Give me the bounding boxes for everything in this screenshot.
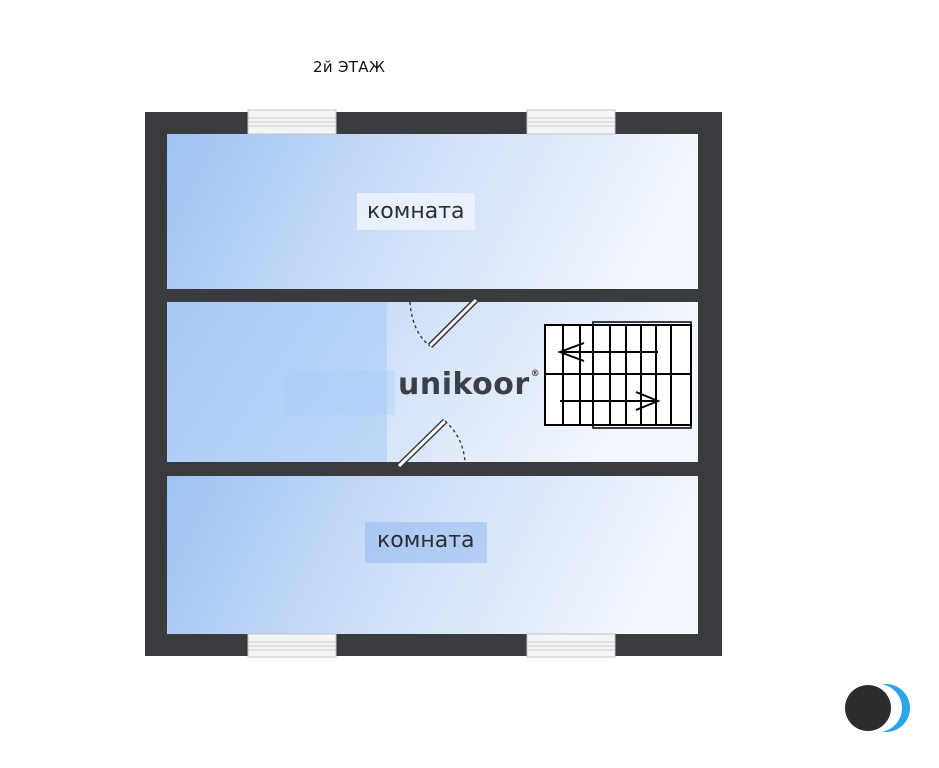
window-top-right [526,109,616,135]
interior-wall-lower-left [167,462,399,476]
brand-logo: unikoor® [398,367,540,402]
window-bottom-left [247,633,337,658]
room-label-bottom: комната [365,522,487,563]
brand-name: unikoor [398,367,530,402]
brand-logo-icon [845,684,910,732]
staircase [544,321,692,429]
window-top-left [247,109,337,135]
interior-wall-upper-right [475,289,698,302]
door-upper [409,297,479,349]
stair-direction-arrow-icon [560,391,661,411]
interior-wall-upper-left [167,289,410,302]
floor-title: 2й ЭТАЖ [313,58,386,76]
door-lower [396,418,466,469]
interior-wall-lower-right [465,462,698,476]
window-bottom-right [526,633,616,658]
room-label-top: комната [357,193,475,230]
up-arrow-icon [557,342,658,362]
registered-mark: ® [530,369,541,379]
